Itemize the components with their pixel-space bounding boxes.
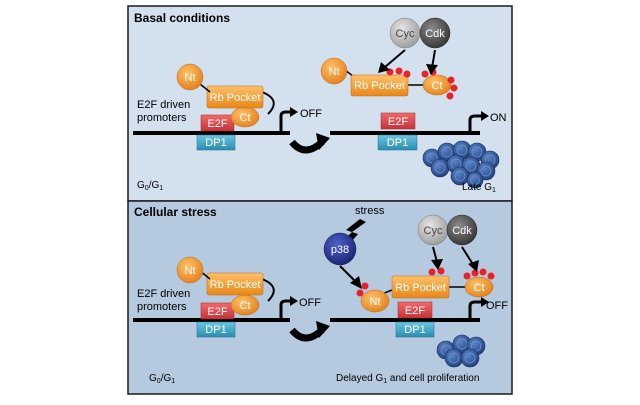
promoter-arrow-right [468,300,482,320]
rb-pocket-label: Rb Pocket [354,80,405,92]
nt-label: Nt [185,72,196,84]
e2f-label: E2F [388,116,408,128]
dp1-label: DP1 [387,137,408,149]
cell-nucleus [454,170,466,182]
dp1-label: DP1 [205,137,226,149]
cell [444,348,464,368]
panel-cellular-stress: Cellular stress OFF E2F driven promoters… [127,200,513,395]
cdk-label: Cdk [452,225,472,237]
ct-domain [422,74,452,96]
cell-nucleus [448,352,460,364]
state-off-label-right: OFF [486,300,508,312]
cell [466,171,484,189]
cdk [446,214,478,246]
proliferating-cells [436,334,486,368]
promoter-label-line2: promoters [137,301,187,313]
rb-pocket-label: Rb Pocket [210,279,261,291]
cell-nucleus [464,352,476,364]
cell-nucleus [480,165,492,177]
e2f-box [380,112,416,130]
nt-domain [360,289,390,313]
panel-title: Cellular stress [134,205,217,219]
stress-label: stress [355,205,385,217]
rb-pocket-box [350,74,409,97]
promoter-label-line1: E2F driven [137,99,190,111]
ct-label: Ct [240,300,251,312]
stress-lightning-icon [340,219,366,250]
rb-pocket-label: Rb Pocket [395,282,446,294]
state-on-label: ON [490,112,507,124]
rb-pocket-box [206,85,264,109]
panel-basal-conditions: Basal conditions OFF E2F driven promoter… [127,5,513,202]
rb-pocket-box [206,272,264,296]
linker-loop [261,278,275,302]
nt-label: Nt [329,66,340,78]
cell-nucleus [456,144,468,156]
cyc-label: Cyc [396,28,415,40]
e2f-label: E2F [405,305,425,317]
rb-pocket-box [391,275,450,299]
state-off-label: OFF [300,108,322,120]
cell-nucleus [441,146,453,158]
p38-label: p38 [331,244,349,256]
phase-left-label: G0/G1 [149,373,175,385]
phase-left-label: G0/G1 [137,180,163,192]
ct-label: Ct [474,282,485,294]
promoter-arrow-left [279,110,291,133]
proliferating-cells [422,140,500,189]
promoter-arrow-right [468,114,482,133]
cell-nucleus [434,162,446,174]
dp1-label: DP1 [404,324,425,336]
nt-domain [176,63,204,91]
e2f-label: E2F [207,306,227,318]
phase-right-label: Late G1 [462,182,496,194]
cyc-label: Cyc [424,225,443,237]
dp1-box [395,321,435,338]
cell [430,158,450,178]
nt-label: Nt [370,296,381,308]
e2f-box [397,301,433,319]
dp1-label: DP1 [205,324,226,336]
phosphate-dots [356,267,495,297]
linker-loop [261,91,275,115]
ct-domain [464,276,494,298]
cell-nucleus [471,146,483,158]
ct-label: Ct [240,112,251,124]
rb-pocket-label: Rb Pocket [210,92,261,104]
cell-nucleus [426,152,438,164]
phosphate-dots [386,67,458,100]
cdk-label: Cdk [425,28,445,40]
cell [460,348,480,368]
promoter-arrow-left [279,299,291,320]
state-off-label: OFF [299,297,321,309]
dp1-box [196,321,236,338]
e2f-label: E2F [207,118,227,130]
ct-label: Ct [432,80,443,92]
p38-kinase [323,232,357,266]
dp1-box [196,134,236,151]
cdk [419,17,451,49]
promoter-label-line1: E2F driven [137,288,190,300]
promoter-label-line2: promoters [137,112,187,124]
nt-domain [320,57,348,85]
dp1-box [377,134,418,151]
cell-nucleus [470,175,480,185]
panel-title: Basal conditions [134,11,230,25]
cell-nucleus [465,160,477,172]
phase-right-label: Delayed G1 and cell proliferation [336,373,479,385]
nt-label: Nt [185,265,196,277]
nt-domain [176,256,204,284]
